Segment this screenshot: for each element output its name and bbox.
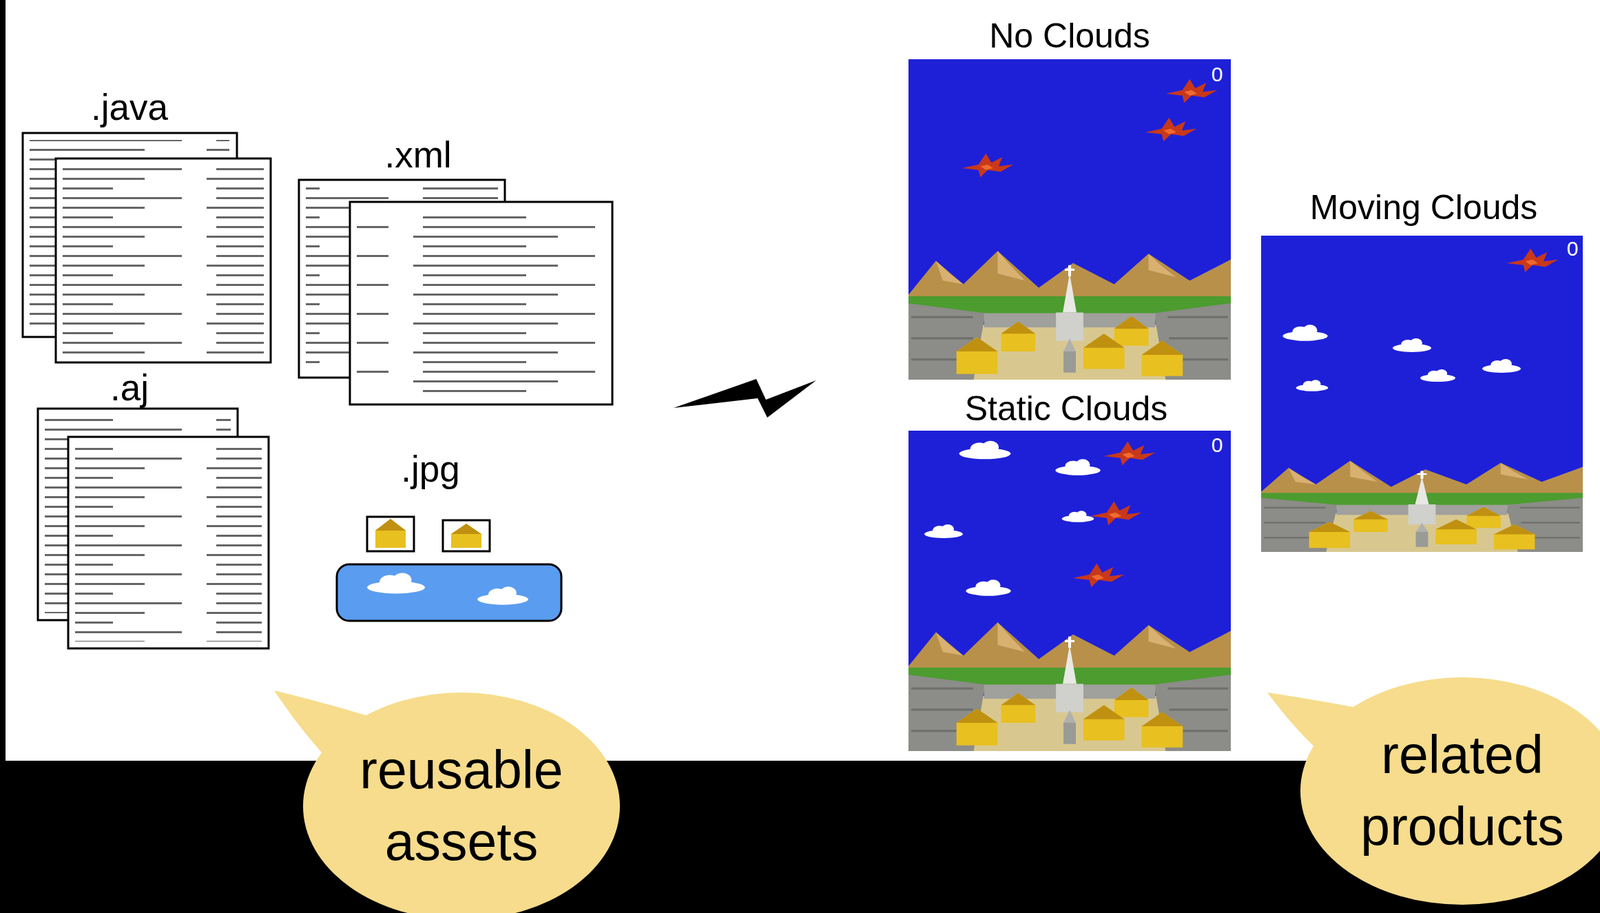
score-label: 0 [1211,62,1224,86]
caption-label: Moving Clouds [1310,188,1539,227]
caption-label: No Clouds [989,17,1150,56]
jpg-assets [336,516,562,621]
aj-files [37,408,269,649]
java-files [22,132,271,363]
score-label: 0 [1211,433,1224,456]
score-label: 0 [1566,236,1579,260]
caption-label: Static Clouds [964,389,1169,428]
bubble-text: reusable assets [327,734,596,878]
speech-bubble: reusable assets [303,692,620,913]
caption-label: .jpg [400,449,460,490]
screenshot-moving-clouds [1261,235,1583,552]
caption-label: .aj [110,367,149,408]
xml-files [298,179,613,405]
bubble-body [303,692,620,913]
white-panel [5,0,1600,761]
caption-label: .java [90,87,169,128]
caption-label: .xml [384,134,452,175]
bubble-shape [1300,677,1600,905]
bubble-body [1300,677,1600,905]
screenshot-static-clouds [908,430,1231,751]
speech-bubble: related products [1300,677,1600,905]
screenshot-no-clouds [908,59,1231,380]
lightning-bolt [673,378,817,418]
bubble-shape [303,692,620,913]
bubble-text: related products [1327,719,1597,863]
